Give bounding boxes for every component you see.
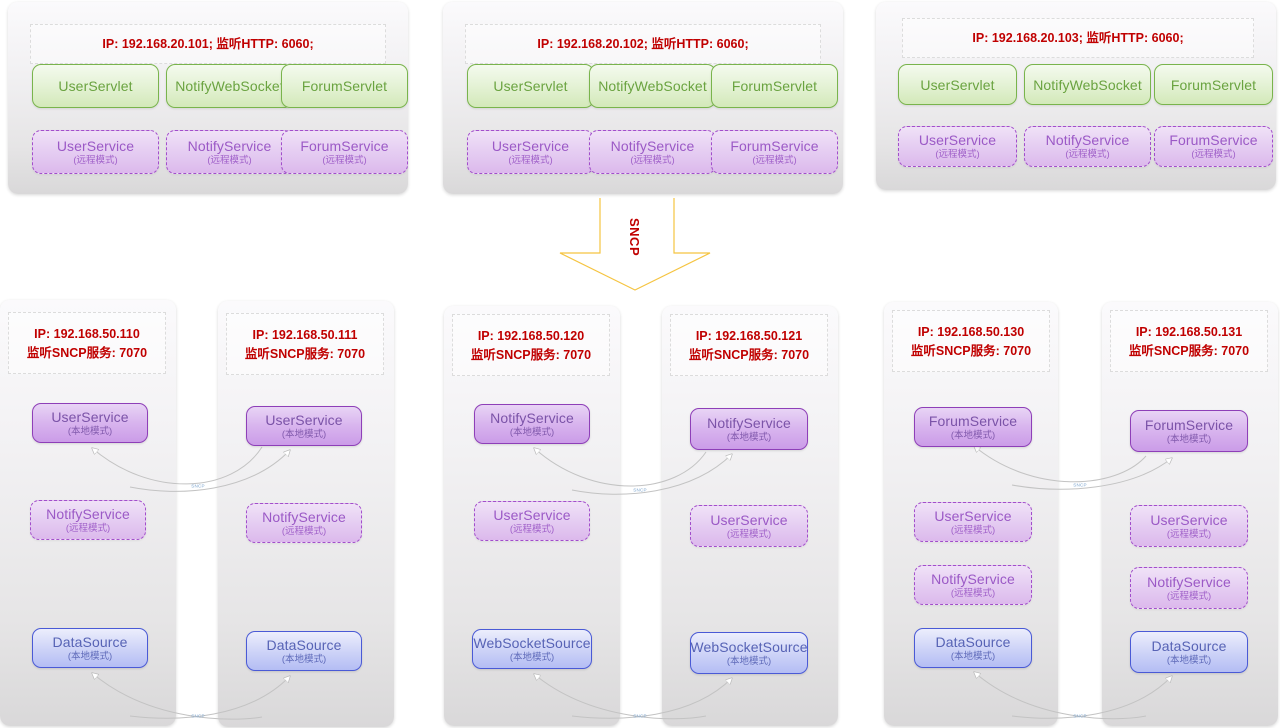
- service-node-box[interactable]: NotifyService (本地模式): [474, 404, 590, 444]
- service-box[interactable]: ForumService (远程模式): [1154, 126, 1273, 167]
- service-node-box[interactable]: UserService (本地模式): [32, 403, 148, 443]
- link-label: SNCP: [1073, 482, 1087, 488]
- service-node-box[interactable]: DataSource (本地模式): [32, 628, 148, 668]
- server-ip-header: IP: 192.168.20.101; 监听HTTP: 6060;: [30, 24, 386, 64]
- node-ip-header: IP: 192.168.50.130 监听SNCP服务: 7070: [892, 310, 1050, 372]
- service-node-box[interactable]: WebSocketSource (本地模式): [690, 632, 808, 674]
- servlet-box[interactable]: UserServlet: [467, 64, 594, 108]
- service-box[interactable]: UserService (远程模式): [467, 130, 594, 174]
- app-server-panel[interactable]: IP: 192.168.20.103; 监听HTTP: 6060; UserSe…: [876, 2, 1276, 190]
- link-label: SNCP: [191, 713, 205, 719]
- service-node-box[interactable]: UserService (远程模式): [1130, 505, 1248, 547]
- service-box[interactable]: NotifyService (远程模式): [166, 130, 293, 174]
- node-ip-header: IP: 192.168.50.111 监听SNCP服务: 7070: [226, 313, 384, 375]
- service-node-box[interactable]: UserService (远程模式): [474, 501, 590, 541]
- service-node-panel[interactable]: IP: 192.168.50.131 监听SNCP服务: 7070 ForumS…: [1102, 302, 1278, 726]
- service-node-box[interactable]: NotifyService (远程模式): [914, 565, 1032, 605]
- service-box[interactable]: ForumService (远程模式): [281, 130, 408, 174]
- servlet-box[interactable]: NotifyWebSocket: [166, 64, 293, 108]
- service-box[interactable]: UserService (远程模式): [32, 130, 159, 174]
- service-node-box[interactable]: NotifyService (远程模式): [30, 500, 146, 540]
- servlet-box[interactable]: NotifyWebSocket: [1024, 64, 1151, 105]
- service-node-box[interactable]: WebSocketSource (本地模式): [472, 629, 592, 669]
- node-ip-header: IP: 192.168.50.110 监听SNCP服务: 7070: [8, 312, 166, 374]
- service-node-box[interactable]: UserService (本地模式): [246, 406, 362, 446]
- service-node-panel[interactable]: IP: 192.168.50.111 监听SNCP服务: 7070 UserSe…: [218, 301, 394, 727]
- sncp-arrow-label: SNCP: [627, 218, 642, 257]
- service-node-panel[interactable]: IP: 192.168.50.120 监听SNCP服务: 7070 Notify…: [444, 306, 620, 726]
- service-box[interactable]: UserService (远程模式): [898, 126, 1017, 167]
- service-box[interactable]: ForumService (远程模式): [711, 130, 838, 174]
- service-node-box[interactable]: ForumService (本地模式): [914, 407, 1032, 447]
- servlet-box[interactable]: UserServlet: [898, 64, 1017, 105]
- link-label: SNCP: [633, 487, 647, 493]
- service-node-panel[interactable]: IP: 192.168.50.130 监听SNCP服务: 7070 ForumS…: [884, 302, 1058, 726]
- service-node-box[interactable]: DataSource (本地模式): [914, 628, 1032, 668]
- service-node-box[interactable]: ForumService (本地模式): [1130, 410, 1248, 452]
- node-ip-header: IP: 192.168.50.120 监听SNCP服务: 7070: [452, 314, 610, 376]
- service-node-box[interactable]: UserService (远程模式): [690, 505, 808, 547]
- app-server-panel[interactable]: IP: 192.168.20.101; 监听HTTP: 6060; UserSe…: [8, 2, 408, 194]
- server-ip-header: IP: 192.168.20.103; 监听HTTP: 6060;: [902, 18, 1254, 58]
- link-label: SNCP: [1073, 713, 1087, 719]
- link-label: SNCP: [633, 713, 647, 719]
- service-node-box[interactable]: UserService (远程模式): [914, 502, 1032, 542]
- servlet-box[interactable]: UserServlet: [32, 64, 159, 108]
- sncp-arrow-shape: [559, 198, 711, 291]
- servlet-box[interactable]: ForumServlet: [711, 64, 838, 108]
- app-server-panel[interactable]: IP: 192.168.20.102; 监听HTTP: 6060; UserSe…: [443, 2, 843, 194]
- link-label: SNCP: [191, 483, 205, 489]
- service-box[interactable]: NotifyService (远程模式): [589, 130, 716, 174]
- service-node-box[interactable]: DataSource (本地模式): [246, 631, 362, 671]
- service-node-box[interactable]: NotifyService (本地模式): [690, 408, 808, 450]
- service-node-panel[interactable]: IP: 192.168.50.110 监听SNCP服务: 7070 UserSe…: [0, 300, 176, 726]
- service-box[interactable]: NotifyService (远程模式): [1024, 126, 1151, 167]
- service-node-box[interactable]: NotifyService (远程模式): [1130, 567, 1248, 609]
- service-node-box[interactable]: NotifyService (远程模式): [246, 503, 362, 543]
- service-node-panel[interactable]: IP: 192.168.50.121 监听SNCP服务: 7070 Notify…: [662, 306, 838, 726]
- node-ip-header: IP: 192.168.50.131 监听SNCP服务: 7070: [1110, 310, 1268, 372]
- servlet-box[interactable]: ForumServlet: [1154, 64, 1273, 105]
- servlet-box[interactable]: NotifyWebSocket: [589, 64, 716, 108]
- service-node-box[interactable]: DataSource (本地模式): [1130, 631, 1248, 673]
- servlet-box[interactable]: ForumServlet: [281, 64, 408, 108]
- server-ip-header: IP: 192.168.20.102; 监听HTTP: 6060;: [465, 24, 821, 64]
- node-ip-header: IP: 192.168.50.121 监听SNCP服务: 7070: [670, 314, 828, 376]
